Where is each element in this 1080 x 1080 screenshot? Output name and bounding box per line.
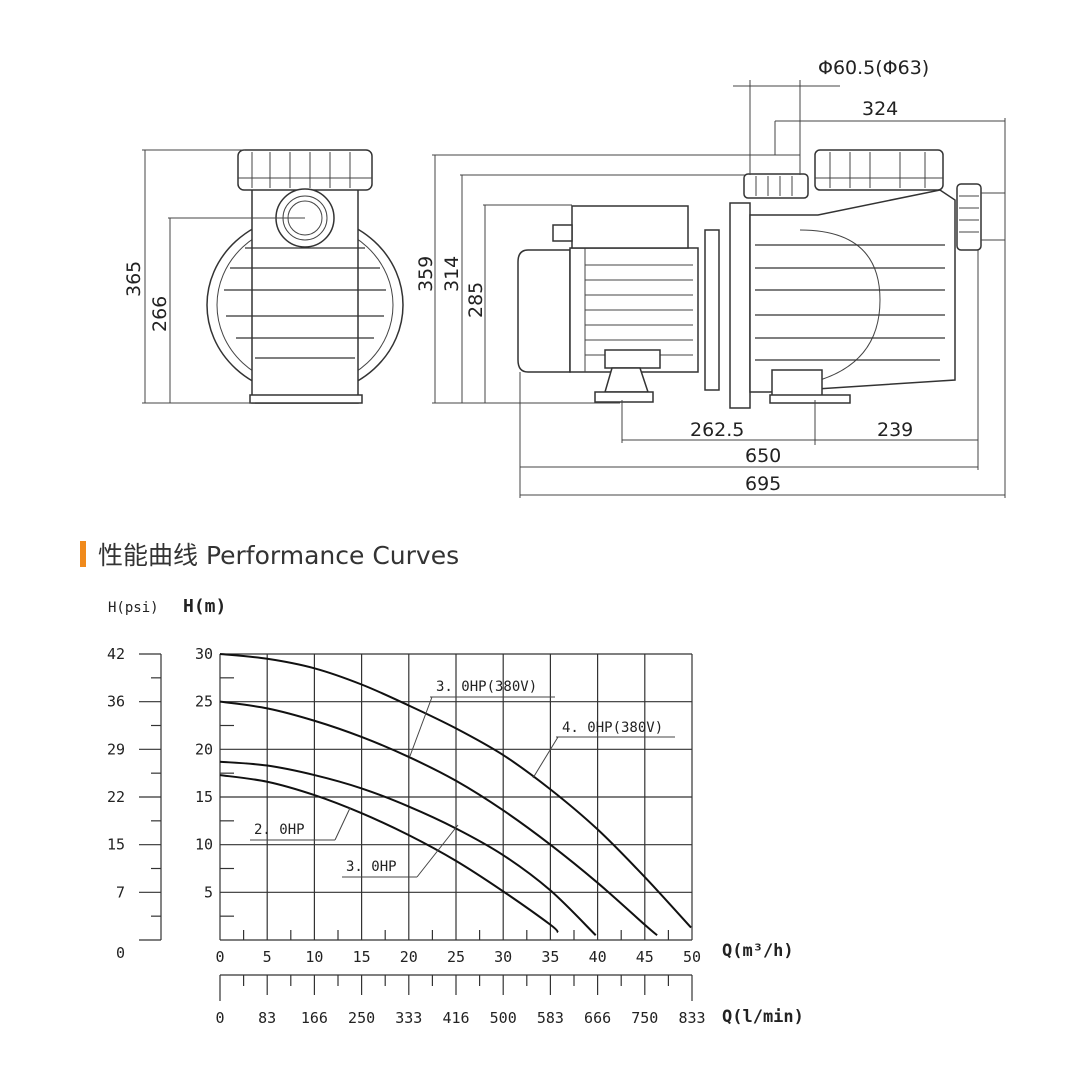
curve-3-0hp-380v- <box>219 700 658 936</box>
lpm-tick-label: 416 <box>442 1009 469 1027</box>
psi-tick-label: 15 <box>107 836 125 854</box>
y-tick-label: 5 <box>204 883 213 901</box>
lpm-tick-label: 500 <box>490 1009 517 1027</box>
side-dimensions <box>432 80 1006 498</box>
x-axis-title: Q(m³/h) <box>722 941 794 961</box>
lpm-tick-label: 583 <box>537 1009 564 1027</box>
x-tick-label: 0 <box>215 948 224 966</box>
curve-2-0hp <box>219 774 559 934</box>
lpm-tick-label: 250 <box>348 1009 375 1027</box>
psi-tick-label: 36 <box>107 693 125 711</box>
front-dimensions <box>142 149 305 404</box>
dim-port-diameter: Φ60.5(Φ63) <box>818 57 929 79</box>
x-tick-label: 15 <box>353 948 371 966</box>
dim-359: 359 <box>415 256 437 292</box>
y-tick-label: 10 <box>195 836 213 854</box>
x-tick-label: 35 <box>541 948 559 966</box>
dim-314: 314 <box>441 256 463 292</box>
y-axis-secondary-title: H(psi) <box>108 600 159 616</box>
curve-4-0hp-380v- <box>219 653 692 929</box>
curve-3-0hp <box>219 760 597 936</box>
heading-accent-bar <box>80 541 86 567</box>
lpm-tick-label: 83 <box>258 1009 276 1027</box>
psi-tick-label: 0 <box>116 944 125 962</box>
y-tick-label: 25 <box>195 693 213 711</box>
label-4hp-380v: 4. 0HP(380V) <box>562 720 663 736</box>
dim-324: 324 <box>862 98 898 120</box>
lpm-tick-label: 166 <box>301 1009 328 1027</box>
dim-266: 266 <box>149 296 171 332</box>
curve-labels <box>250 696 675 878</box>
dim-365: 365 <box>123 261 145 297</box>
x-tick-label: 30 <box>494 948 512 966</box>
performance-chart: H(psi) H(m) Q(m³/h) Q(l/min) 0 5 10 15 20 25 3… <box>107 596 804 1027</box>
psi-tick-label: 22 <box>107 788 125 806</box>
x-tick-label: 20 <box>400 948 418 966</box>
dim-695: 695 <box>745 473 781 495</box>
label-3hp: 3. 0HP <box>346 859 397 875</box>
y-tick-label: 20 <box>195 740 213 758</box>
lpm-tick-label: 750 <box>631 1009 658 1027</box>
lpm-tick-label: 0 <box>215 1009 224 1027</box>
lpm-tick-label: 833 <box>678 1009 705 1027</box>
psi-tick-label: 42 <box>107 645 125 663</box>
pump-side-view <box>517 149 982 409</box>
x-tick-label: 25 <box>447 948 465 966</box>
lpm-tick-label: 333 <box>395 1009 422 1027</box>
x-tick-label: 40 <box>589 948 607 966</box>
label-3hp-380v: 3. 0HP(380V) <box>436 679 537 695</box>
dim-239: 239 <box>877 419 913 441</box>
dim-262-5: 262.5 <box>690 419 744 441</box>
dim-285: 285 <box>465 282 487 318</box>
y-axis-title: H(m) <box>183 596 226 617</box>
psi-tick-label: 29 <box>107 740 125 758</box>
psi-tick-label: 7 <box>116 883 125 901</box>
y-tick-label: 30 <box>195 645 213 663</box>
label-2hp: 2. 0HP <box>254 822 305 838</box>
x-tick-label: 10 <box>305 948 323 966</box>
section-title: 性能曲线 Performance Curves <box>98 541 460 570</box>
x-tick-label: 5 <box>263 948 272 966</box>
dim-650: 650 <box>745 445 781 467</box>
x-axis-secondary-title: Q(l/min) <box>722 1007 804 1027</box>
section-heading: 性能曲线 Performance Curves <box>80 536 459 572</box>
lpm-tick-label: 666 <box>584 1009 611 1027</box>
x-tick-label: 50 <box>683 948 701 966</box>
y-tick-label: 15 <box>195 788 213 806</box>
pump-front-view <box>206 149 404 404</box>
x-tick-label: 45 <box>636 948 654 966</box>
